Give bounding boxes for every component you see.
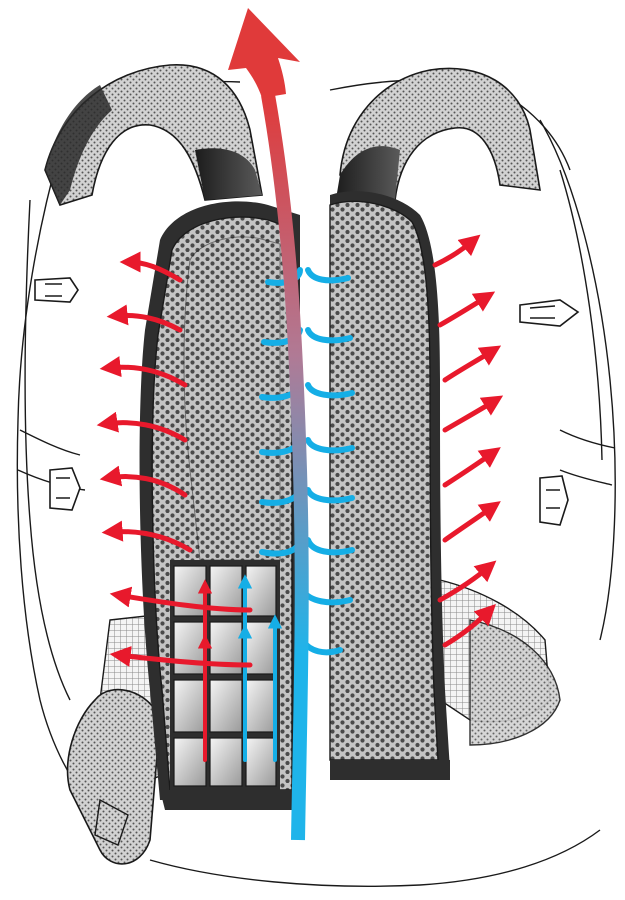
warm-exhaust-arrows-right (432, 234, 504, 648)
hip-mesh-right (439, 579, 561, 746)
warm-exhaust-arrows-left (96, 251, 253, 668)
shoulder-strap-right (335, 67, 541, 205)
back-pad-right (329, 191, 450, 770)
buckle-right-upper (519, 299, 580, 327)
buckle-right-lower (539, 475, 569, 526)
main-airflow-arrow (228, 8, 309, 841)
hip-belt-left (66, 688, 161, 865)
up-arrow-head-icon (228, 8, 300, 98)
lumbar-foam-grid (170, 560, 280, 790)
buckle-left-upper (34, 277, 79, 303)
shoulder-strap-left (44, 64, 263, 206)
pad-base-shadow (160, 760, 450, 810)
buckle-left-lower (49, 467, 81, 511)
